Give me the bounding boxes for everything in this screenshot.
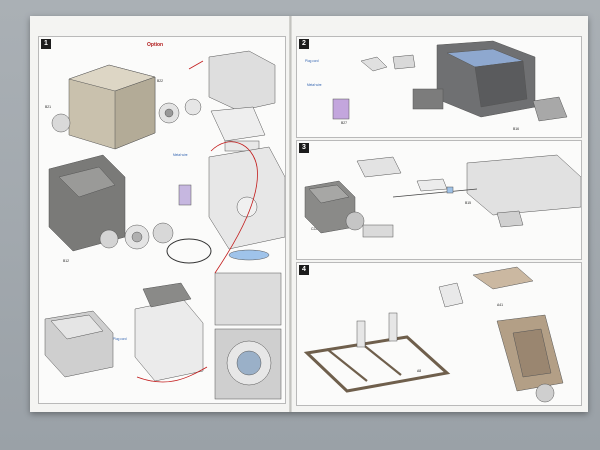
step-3-panel: 3 C22 B15	[296, 140, 582, 260]
step-2-number: 2	[299, 39, 309, 49]
plug-cord-callout: Plug cord	[305, 59, 319, 63]
part-tag: A8	[417, 369, 422, 373]
right-page: 2 Plug cord Metal wire B27 B16 3 C22 B15	[292, 20, 584, 408]
step-2-panel: 2 Plug cord Metal wire B27 B16	[296, 36, 582, 138]
part-tag: B15	[465, 201, 472, 205]
plug-cord-callout: Plug cord	[113, 337, 127, 341]
part-tag: B27	[341, 121, 348, 125]
step-3-number: 3	[299, 143, 309, 153]
step-4-number: 4	[299, 265, 309, 275]
step-3-illustrations	[304, 154, 581, 238]
step-4-panel: 4 A41 A8	[296, 262, 582, 406]
step-2-illustrations	[332, 40, 568, 122]
option-label: Option	[147, 42, 164, 48]
step-4-illustrations	[303, 266, 564, 403]
left-page: 1 Option Metal wire Plug cord B21 B13 B2…	[34, 20, 288, 408]
metal-wire-callout: Metal wire	[307, 83, 322, 87]
part-tag: C22	[311, 227, 318, 231]
step-1-number: 1	[41, 39, 51, 49]
step-1-panel: 1 Option Metal wire Plug cord B21 B13 B2…	[38, 36, 286, 404]
part-tag: A41	[497, 303, 504, 307]
part-tag: B22	[157, 79, 164, 83]
center-fold	[289, 16, 292, 412]
part-tag: B12	[63, 259, 70, 263]
step-1-illustrations	[44, 50, 285, 400]
part-tag: B21	[45, 105, 52, 109]
part-tag: B16	[513, 127, 520, 131]
metal-wire-callout: Metal wire	[173, 153, 188, 157]
